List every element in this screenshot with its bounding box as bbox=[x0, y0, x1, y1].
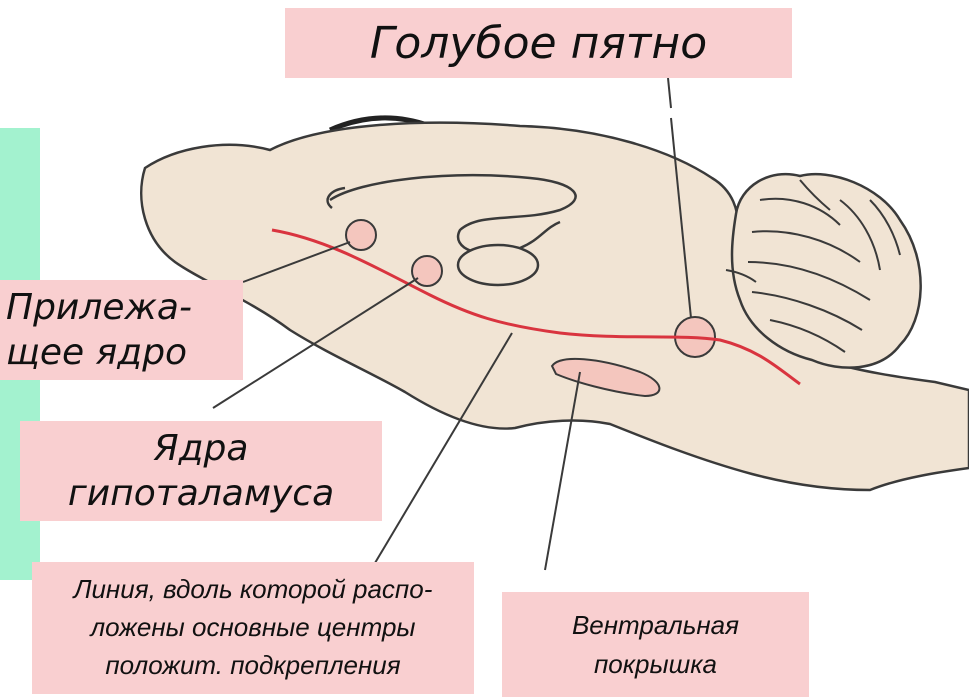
vta-text-1: Вентральная bbox=[572, 606, 739, 645]
thalamus-ellipse bbox=[458, 245, 538, 285]
accumbens-label: Прилежа- щее ядро bbox=[0, 280, 243, 380]
accumbens-nucleus bbox=[346, 220, 376, 250]
hypothalamus-text-2: гипоталамуса bbox=[68, 471, 334, 516]
reward-line-label: Линия, вдоль которой распо- ложены основ… bbox=[32, 562, 474, 694]
accumbens-text-2: щее ядро bbox=[6, 330, 192, 375]
locus-coeruleus-label: Голубое пятно bbox=[285, 8, 792, 78]
hypothalamus-nucleus bbox=[412, 256, 442, 286]
vta-text-2: покрышка bbox=[572, 645, 739, 684]
accumbens-text-1: Прилежа- bbox=[6, 285, 192, 330]
vta-label: Вентральная покрышка bbox=[502, 592, 809, 697]
reward-line-text-2: ложены основные центры bbox=[74, 609, 433, 647]
hypothalamus-label: Ядра гипоталамуса bbox=[20, 421, 382, 521]
reward-line-text-3: положит. подкрепления bbox=[74, 647, 433, 685]
reward-line-text-1: Линия, вдоль которой распо- bbox=[74, 571, 433, 609]
locus-coeruleus-text: Голубое пятно bbox=[370, 18, 707, 69]
hypothalamus-text-1: Ядра bbox=[68, 426, 334, 471]
